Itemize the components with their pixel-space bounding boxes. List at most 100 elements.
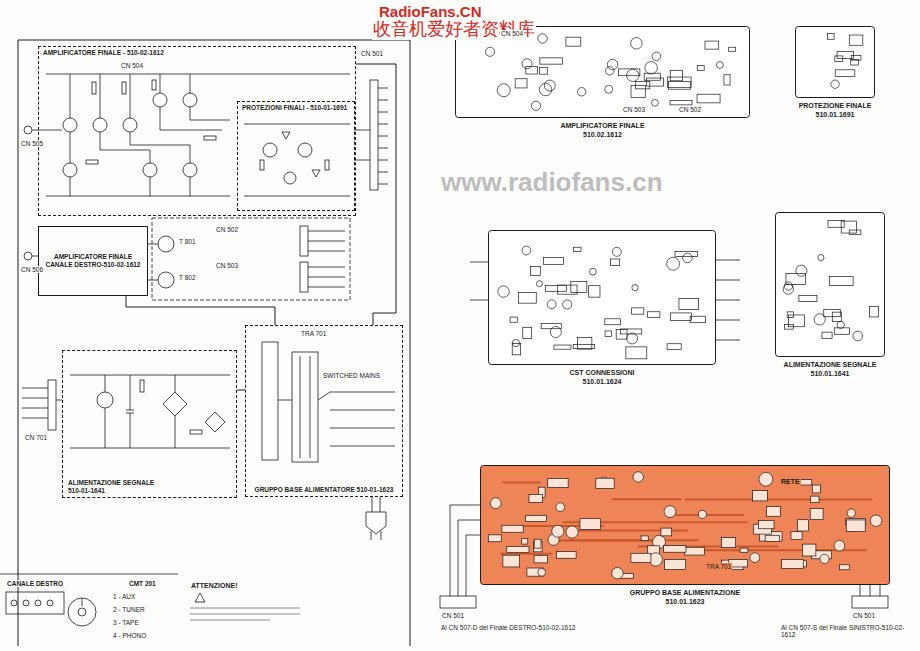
- text-group: AMPLIFICATORE FINALE CANALE DESTRO-510-0…: [43, 253, 143, 269]
- board-caption: 510.02.1612: [415, 131, 790, 140]
- pcb-component: [605, 85, 613, 93]
- pcb-component: [797, 520, 808, 531]
- pcb-component: [835, 328, 850, 334]
- pcb-component: [641, 536, 648, 541]
- part-label: Al CN 507-S del Finale SINISTRO-510-02-1…: [780, 624, 907, 639]
- transistor-symbol: [63, 118, 77, 132]
- wire: [130, 132, 131, 145]
- pcb-component: [522, 539, 528, 544]
- wire: [46, 74, 350, 75]
- pcb-component: [832, 312, 841, 322]
- pcb-component: [759, 520, 774, 528]
- transistor-symbol: [158, 272, 174, 288]
- pcb-component: [661, 528, 672, 536]
- wire: [70, 177, 71, 196]
- wire-bus: [237, 390, 245, 391]
- copper-trace: [675, 514, 744, 516]
- wire: [190, 614, 300, 615]
- pcb-component: [849, 230, 861, 234]
- board-caption: PROTEZIONE FINALE: [755, 102, 915, 111]
- pcb-component: [753, 491, 768, 501]
- caption-group: GRUPPO BASE ALIMENTAZIONE510.01.1623: [440, 589, 920, 607]
- part-label: CN 504: [500, 30, 524, 37]
- wire: [372, 497, 373, 512]
- wire: [100, 150, 150, 151]
- wire: [378, 88, 388, 89]
- pcb-outline: [796, 27, 875, 98]
- pcb-component: [668, 77, 692, 87]
- pcb-component: [539, 83, 551, 95]
- pcb-drawing: [488, 230, 716, 365]
- pcb-component: [667, 344, 681, 350]
- pcb-component: [566, 526, 578, 538]
- wire: [308, 241, 345, 242]
- pcb-component: [791, 532, 802, 540]
- board-caption: 510.01.1691: [755, 111, 915, 120]
- pcb-component: [612, 567, 623, 578]
- caption-group: ALIMENTAZIONE SEGNALE510.01.1641: [735, 361, 920, 379]
- wire: [190, 145, 191, 163]
- part-label: CN 506: [20, 266, 44, 273]
- component-symbol: [140, 380, 144, 392]
- wire: [18, 40, 19, 646]
- pcb-component: [515, 79, 527, 88]
- board-caption: 510.01.1641: [735, 370, 920, 379]
- pcb-component: [847, 509, 855, 517]
- pcb-component: [544, 80, 555, 91]
- wire: [278, 400, 292, 401]
- watermark: www.radiofans.cn: [440, 168, 664, 198]
- pcb-component: [526, 515, 547, 521]
- wire: [190, 107, 191, 120]
- copper-trace: [570, 539, 699, 541]
- pcb-component: [831, 80, 839, 88]
- pcb-component: [580, 519, 601, 530]
- transistor-symbol: [158, 236, 174, 252]
- pcb-component: [548, 479, 568, 488]
- caption-group: PROTEZIONE FINALE510.01.1691: [755, 102, 915, 120]
- pcb-component: [646, 78, 663, 86]
- wire: [380, 497, 381, 512]
- pcb-component: [531, 101, 540, 110]
- pcb-component: [485, 47, 494, 56]
- part-label: CMT 201: [128, 580, 157, 587]
- pcb-component: [596, 478, 614, 488]
- pcb-component: [573, 344, 595, 348]
- pcb-component: [698, 510, 706, 518]
- component-symbol: [152, 80, 156, 90]
- wire: [308, 277, 345, 278]
- pcb-component: [526, 66, 538, 74]
- pcb-component: [631, 85, 645, 97]
- pcb-component: [607, 59, 617, 69]
- pcb-drawing: [795, 26, 875, 98]
- part-label: CN 502: [215, 226, 239, 233]
- wire: [308, 267, 345, 268]
- board-caption: GRUPPO BASE ALIMENTAZIONE: [440, 589, 920, 598]
- pcb-component: [631, 38, 643, 50]
- pcb-component: [675, 251, 698, 256]
- pcb-component: [544, 257, 564, 264]
- wire: [18, 40, 410, 41]
- pcb-component: [787, 312, 793, 318]
- pcb-component: [830, 276, 854, 285]
- part-label: CN 701: [24, 434, 48, 441]
- component-symbol: [440, 596, 476, 608]
- wire: [70, 375, 230, 376]
- pcb-component: [605, 331, 611, 337]
- wire: [130, 74, 131, 118]
- part-label: CN 503: [215, 262, 239, 269]
- copper-trace: [612, 498, 681, 500]
- pcb-component: [697, 66, 704, 71]
- pcb-component: [577, 88, 585, 96]
- part-label: 2 - TUNER: [112, 606, 146, 613]
- pcb-component: [679, 298, 699, 309]
- pcb-component: [841, 221, 856, 233]
- pcb-component: [837, 321, 844, 328]
- pcb-component: [541, 324, 561, 329]
- pcb-component: [554, 345, 571, 349]
- pcb-component: [606, 67, 614, 75]
- pcb-component: [538, 34, 547, 43]
- transistor-symbol: [183, 93, 197, 107]
- component-symbol: [260, 160, 264, 170]
- transistor-symbol: [183, 163, 197, 177]
- board-caption: 510.01.1623: [440, 598, 920, 607]
